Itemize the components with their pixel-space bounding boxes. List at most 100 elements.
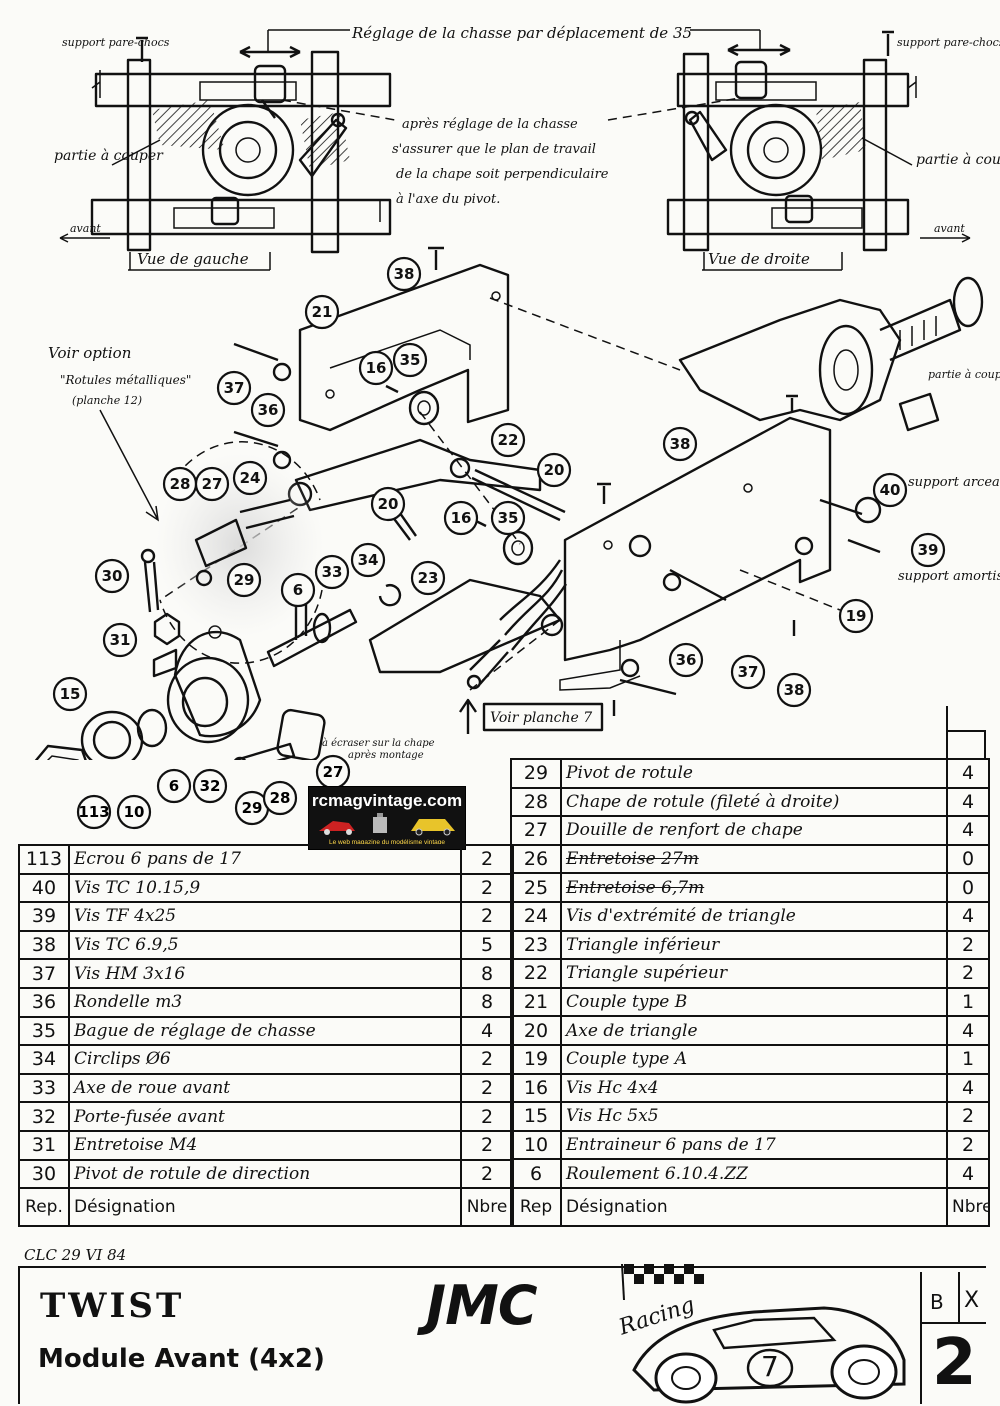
left-view: support pare-chocs partie à couper avant… (54, 36, 392, 271)
option-note-title: Voir option (48, 344, 131, 362)
watermark-tagline: Le web magazine du modélisme vintage (329, 839, 445, 846)
part-quantity: 2 (460, 844, 514, 875)
callout-37: 37 (730, 654, 766, 690)
callout-15: 15 (52, 676, 88, 712)
part-designation: Couple type A (560, 1043, 948, 1075)
part-rep: 34 (18, 1044, 70, 1075)
frame-line (920, 1322, 986, 1324)
part-designation: Couple type B (560, 986, 948, 1018)
brand-logo: JMC (426, 1274, 537, 1337)
part-designation: Vis TF 4x25 (68, 901, 462, 932)
part-designation: Porte-fusée avant (68, 1101, 462, 1132)
part-designation: Ecrou 6 pans de 17 (68, 844, 462, 875)
part-rep: 30 (18, 1158, 70, 1190)
callout-label: 20 (378, 495, 399, 513)
callout-label: 29 (234, 571, 255, 589)
callout-28: 28 (162, 466, 198, 502)
callout-label: 38 (670, 435, 691, 453)
callout-label: 35 (400, 351, 421, 369)
part-quantity: 8 (460, 958, 514, 989)
part-quantity: 2 (460, 1044, 514, 1075)
frame-line (984, 730, 986, 758)
callout-36: 36 (668, 642, 704, 678)
part-quantity: 4 (946, 1015, 990, 1046)
callout-label: 6 (169, 777, 179, 795)
part-quantity: 4 (460, 1015, 514, 1047)
part-designation: Entretoise 6,7m (560, 872, 948, 903)
part-quantity: 4 (946, 900, 990, 932)
callout-20: 20 (536, 452, 572, 488)
part-quantity: 4 (946, 1072, 990, 1104)
part-designation: Triangle supérieur (560, 958, 948, 989)
callout-32: 32 (192, 768, 228, 804)
part-quantity: 4 (946, 815, 990, 846)
watermark-cars-icon (319, 813, 455, 836)
part-rep: 26 (510, 843, 562, 875)
module-name: Module Avant (4x2) (38, 1344, 325, 1374)
part-designation: Entraineur 6 pans de 17 (560, 1129, 948, 1161)
part-quantity: 2 (946, 1129, 990, 1161)
callout-39: 39 (910, 532, 946, 568)
header-nbre-left: Nbre (460, 1187, 514, 1228)
callout-38: 38 (776, 672, 812, 708)
part-quantity: 1 (946, 986, 990, 1018)
part-quantity: 2 (946, 958, 990, 989)
part-quantity: 4 (946, 758, 990, 789)
header-rep-left: Rep. (18, 1187, 70, 1228)
callout-19: 19 (838, 598, 874, 634)
drawing-date: CLC 29 VI 84 (24, 1246, 127, 1264)
part-rep: 23 (510, 929, 562, 961)
part-quantity: 0 (946, 872, 990, 903)
callout-21: 21 (304, 294, 340, 330)
center-note-line-4: à l'axe du pivot. (396, 192, 500, 207)
part-rep: 16 (510, 1072, 562, 1104)
option-note-subtitle: "Rotules métalliques" (60, 373, 191, 387)
callout-35: 35 (392, 342, 428, 378)
part-rep: 25 (510, 872, 562, 903)
part-designation: Douille de renfort de chape (560, 815, 948, 846)
callout-label: 16 (451, 509, 472, 527)
part-quantity: 4 (946, 1158, 990, 1189)
callout-113: 113 (76, 794, 112, 830)
callout-label: 16 (366, 359, 387, 377)
part-rep: 33 (18, 1072, 70, 1104)
callout-28: 28 (262, 780, 298, 816)
callout-29: 29 (226, 562, 262, 598)
part-quantity: 2 (460, 1158, 514, 1190)
part-designation: Vis d'extrémité de triangle (560, 900, 948, 932)
part-designation: Vis HM 3x16 (68, 958, 462, 989)
callout-31: 31 (102, 622, 138, 658)
revision-x: X (964, 1288, 980, 1313)
part-rep: 19 (510, 1043, 562, 1075)
callout-20: 20 (370, 486, 406, 522)
callout-label: 31 (110, 631, 131, 649)
callout-label: 37 (224, 379, 245, 397)
part-rep: 6 (510, 1158, 562, 1189)
callout-label: 27 (202, 475, 223, 493)
callout-label: 38 (394, 265, 415, 283)
callout-24: 24 (232, 460, 268, 496)
part-quantity: 2 (946, 929, 990, 961)
part-rep: 35 (18, 1015, 70, 1047)
small-partie-label: partie à couper (928, 368, 1000, 381)
callout-label: 34 (358, 551, 379, 569)
right-support-label: support pare-chocs (897, 36, 1000, 49)
part-rep: 32 (18, 1101, 70, 1132)
part-quantity: 5 (460, 929, 514, 961)
part-rep: 22 (510, 958, 562, 989)
